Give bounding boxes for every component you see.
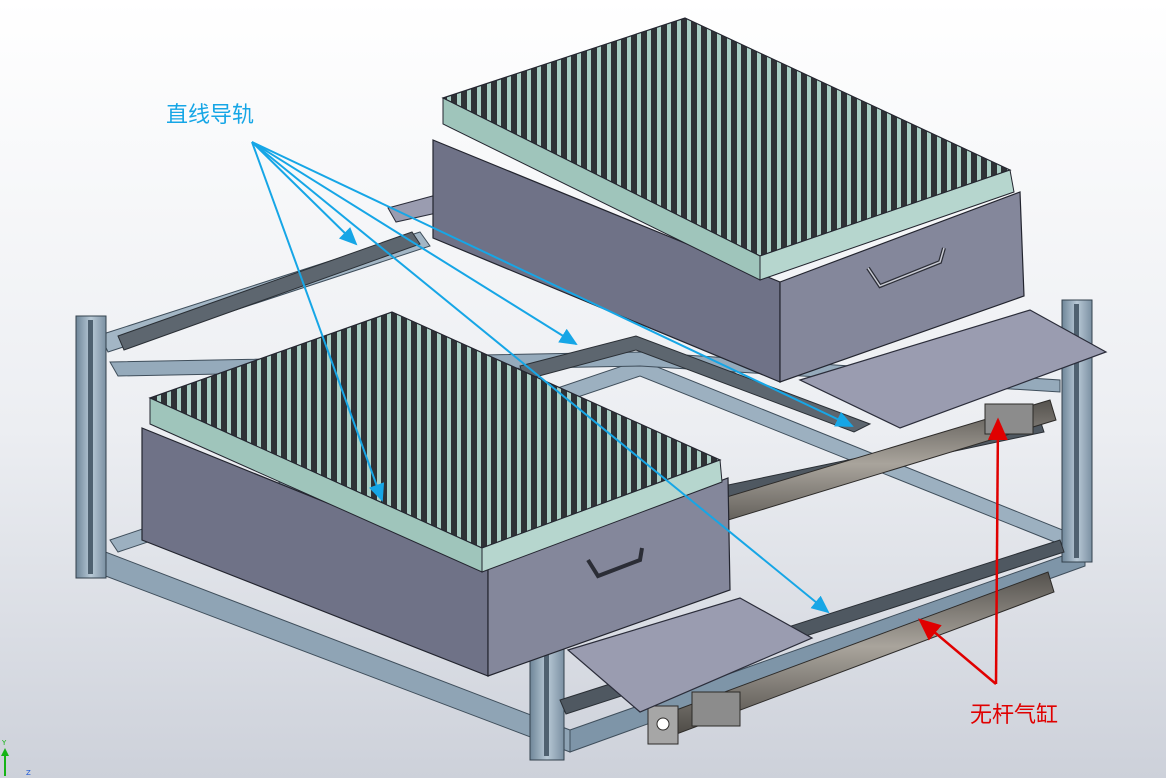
axis-z-label: Z xyxy=(26,769,31,777)
lower-tray-side-edge xyxy=(481,459,723,573)
lower-drawer-box xyxy=(141,311,731,677)
linear-guide-label: 直线导轨 xyxy=(166,103,254,128)
upper-box-side xyxy=(779,191,1025,383)
linear-guide-callout: 直线导轨 xyxy=(166,103,854,614)
upright-right-slot xyxy=(1074,304,1079,558)
lower-box-handle xyxy=(586,547,644,579)
upper-box-handle-inner xyxy=(867,247,945,287)
axis-y-arrow xyxy=(1,748,9,756)
plate-lower-center xyxy=(566,597,814,713)
linear-guide-leader-5 xyxy=(251,141,830,614)
plate-upper-right xyxy=(798,309,1108,429)
rodless-cylinder-leader-2 xyxy=(918,618,997,685)
linear-guide-leader-3 xyxy=(251,141,854,427)
cylinder-mount-hole-lower xyxy=(656,717,670,731)
axis-y-label: Y xyxy=(1,739,7,747)
linear-guide-leader-2 xyxy=(251,141,578,346)
axis-triad: Y Z xyxy=(1,739,31,777)
cylinder-carriage-lower xyxy=(691,691,741,727)
slide-plates xyxy=(387,193,1108,713)
upper-tray-side-edge xyxy=(759,169,1015,281)
rodless-cylinder-callout: 无杆气缸 xyxy=(918,417,1058,728)
cylinder-carriage-upper xyxy=(984,403,1034,435)
upper-drawer-box xyxy=(432,17,1025,383)
linear-guide-leader-1 xyxy=(251,141,358,246)
upright-left-front-slot xyxy=(88,320,93,574)
guide-rail-upper xyxy=(117,231,421,351)
rodless-cylinder-label: 无杆气缸 xyxy=(970,703,1058,728)
rodless-cylinder-leader-1 xyxy=(987,417,1008,685)
linear-guide-leader-4 xyxy=(251,141,385,502)
